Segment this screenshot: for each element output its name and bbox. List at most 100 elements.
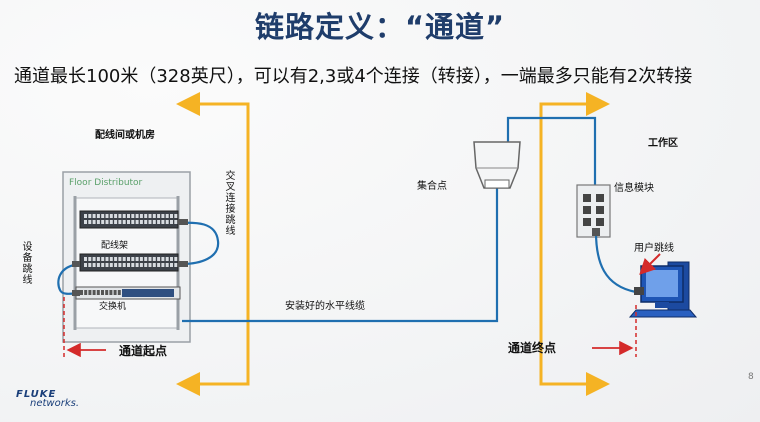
panel-port xyxy=(144,214,148,218)
user-cord-label: 用户跳线 xyxy=(634,243,674,254)
panel-port xyxy=(170,214,173,218)
panel-port xyxy=(92,257,96,261)
room-label: 配线间或机房 xyxy=(95,130,155,141)
panel-port xyxy=(101,257,105,261)
cross-connect-cord-line xyxy=(177,221,220,266)
panel-port xyxy=(109,257,113,261)
panel-port xyxy=(148,214,152,218)
panel-port xyxy=(127,214,130,218)
equipment-cord-line xyxy=(57,262,81,295)
panel-port xyxy=(161,257,165,261)
work-area-label: 工作区 xyxy=(648,138,678,149)
panel-port xyxy=(144,220,148,224)
user-cord-line xyxy=(594,231,637,294)
pc-pointer-arrow xyxy=(639,253,661,275)
panel-port xyxy=(127,257,130,261)
panel-port xyxy=(92,290,96,295)
logo-line2: networks. xyxy=(30,398,79,409)
panel-port xyxy=(127,220,130,224)
switch-label: 交换机 xyxy=(99,302,127,312)
panel-port xyxy=(96,263,100,267)
patch-panel-top xyxy=(79,210,179,229)
panel-port xyxy=(165,257,169,261)
panel-port xyxy=(161,263,165,267)
panel-port xyxy=(135,220,139,224)
panel-port xyxy=(105,214,109,218)
consolidation-point-box xyxy=(473,141,521,189)
panel-port xyxy=(135,263,139,267)
consolidation-point-label: 集合点 xyxy=(417,181,447,192)
panel-port xyxy=(131,220,135,224)
panel-port xyxy=(161,220,165,224)
panel-port xyxy=(174,220,178,224)
panel-port xyxy=(122,263,126,267)
panel-port xyxy=(170,220,173,224)
panel-port xyxy=(122,257,126,261)
channel-start-label: 通道起点 xyxy=(119,344,168,358)
logo-line1: FLUKE xyxy=(16,389,57,400)
panel-port xyxy=(139,263,143,267)
panel-port xyxy=(152,214,156,218)
panel-port xyxy=(92,220,96,224)
panel-port xyxy=(114,214,118,218)
panel-port xyxy=(105,263,109,267)
cross-connect-plug-bottom xyxy=(178,261,188,267)
panel-port xyxy=(101,290,104,295)
equipment-plug-bottom xyxy=(72,290,80,296)
channel-end-label: 通道终点 xyxy=(508,341,557,355)
panel-port xyxy=(80,290,83,295)
panel-port xyxy=(139,257,143,261)
panel-port xyxy=(96,290,100,295)
outlet-label: 信息模块 xyxy=(614,183,654,194)
panel-port xyxy=(109,263,113,267)
panel-port xyxy=(84,214,87,218)
panel-port xyxy=(88,263,92,267)
panel-port xyxy=(84,220,87,224)
panel-port xyxy=(84,263,87,267)
slide-subtitle: 通道最长100米（328英尺），可以有2,3或4个连接（转接），一端最多只能有2… xyxy=(14,66,693,87)
panel-port xyxy=(139,214,143,218)
page-number: 8 xyxy=(748,372,754,382)
panel-port xyxy=(135,257,139,261)
panel-port xyxy=(139,220,143,224)
panel-port xyxy=(118,263,122,267)
panel-port xyxy=(161,214,165,218)
panel-port xyxy=(174,257,178,261)
panel-port xyxy=(96,257,100,261)
cross-connect-cord-label: 交叉连接跳线 xyxy=(223,170,234,236)
panel-port xyxy=(152,257,156,261)
panel-port xyxy=(117,290,121,295)
panel-port xyxy=(144,263,148,267)
panel-port xyxy=(88,214,92,218)
panel-port xyxy=(144,257,148,261)
panel-port xyxy=(101,214,105,218)
panel-port xyxy=(114,263,118,267)
panel-port xyxy=(101,220,105,224)
panel-port xyxy=(131,257,135,261)
room-bracket xyxy=(176,92,250,396)
horizontal-cable-label: 安装好的水平线缆 xyxy=(285,301,365,312)
panel-port xyxy=(114,257,118,261)
panel-port xyxy=(152,220,156,224)
panel-port xyxy=(114,220,118,224)
patch-panel-label: 配线架 xyxy=(101,241,129,251)
panel-port xyxy=(165,263,169,267)
panel-port xyxy=(165,220,169,224)
panel-port xyxy=(157,257,161,261)
panel-port xyxy=(174,214,178,218)
panel-port xyxy=(88,257,92,261)
panel-port xyxy=(109,220,113,224)
panel-port xyxy=(118,214,122,218)
panel-port xyxy=(105,220,109,224)
panel-port xyxy=(92,214,96,218)
panel-port xyxy=(131,263,135,267)
floor-distributor-label: Floor Distributor xyxy=(69,178,143,188)
equipment-plug-top xyxy=(72,261,80,267)
panel-port xyxy=(96,220,100,224)
panel-port xyxy=(157,220,161,224)
panel-port xyxy=(135,214,139,218)
panel-port xyxy=(109,214,113,218)
patch-panel-bottom xyxy=(79,253,179,272)
